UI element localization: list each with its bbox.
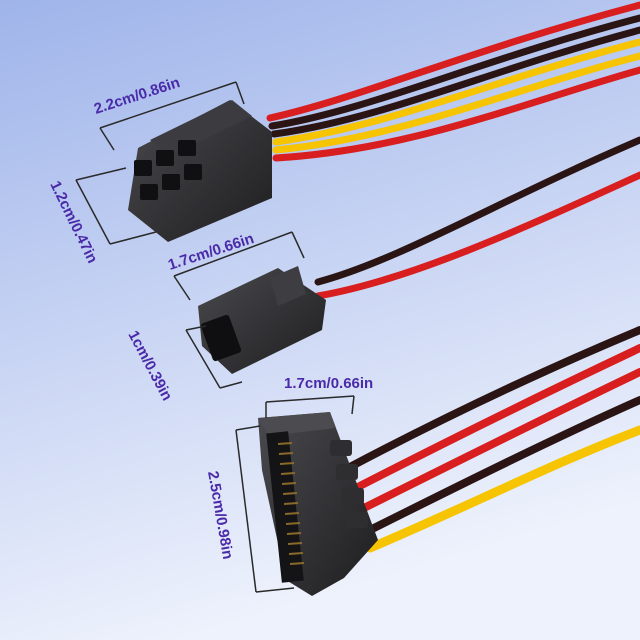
pcie-wire-bundle: [266, 1, 640, 162]
dimension-lines: [75, 81, 355, 593]
dimension-label-sata-large-width: 1.7cm/0.66in: [284, 375, 373, 392]
sata-large-wire-bundle: [344, 326, 640, 553]
sata-power-connector: [258, 412, 378, 596]
pcie-6pin-connector: [128, 100, 272, 242]
sata-small-wire-bundle: [314, 136, 640, 300]
sata-small-connector: [198, 266, 326, 374]
